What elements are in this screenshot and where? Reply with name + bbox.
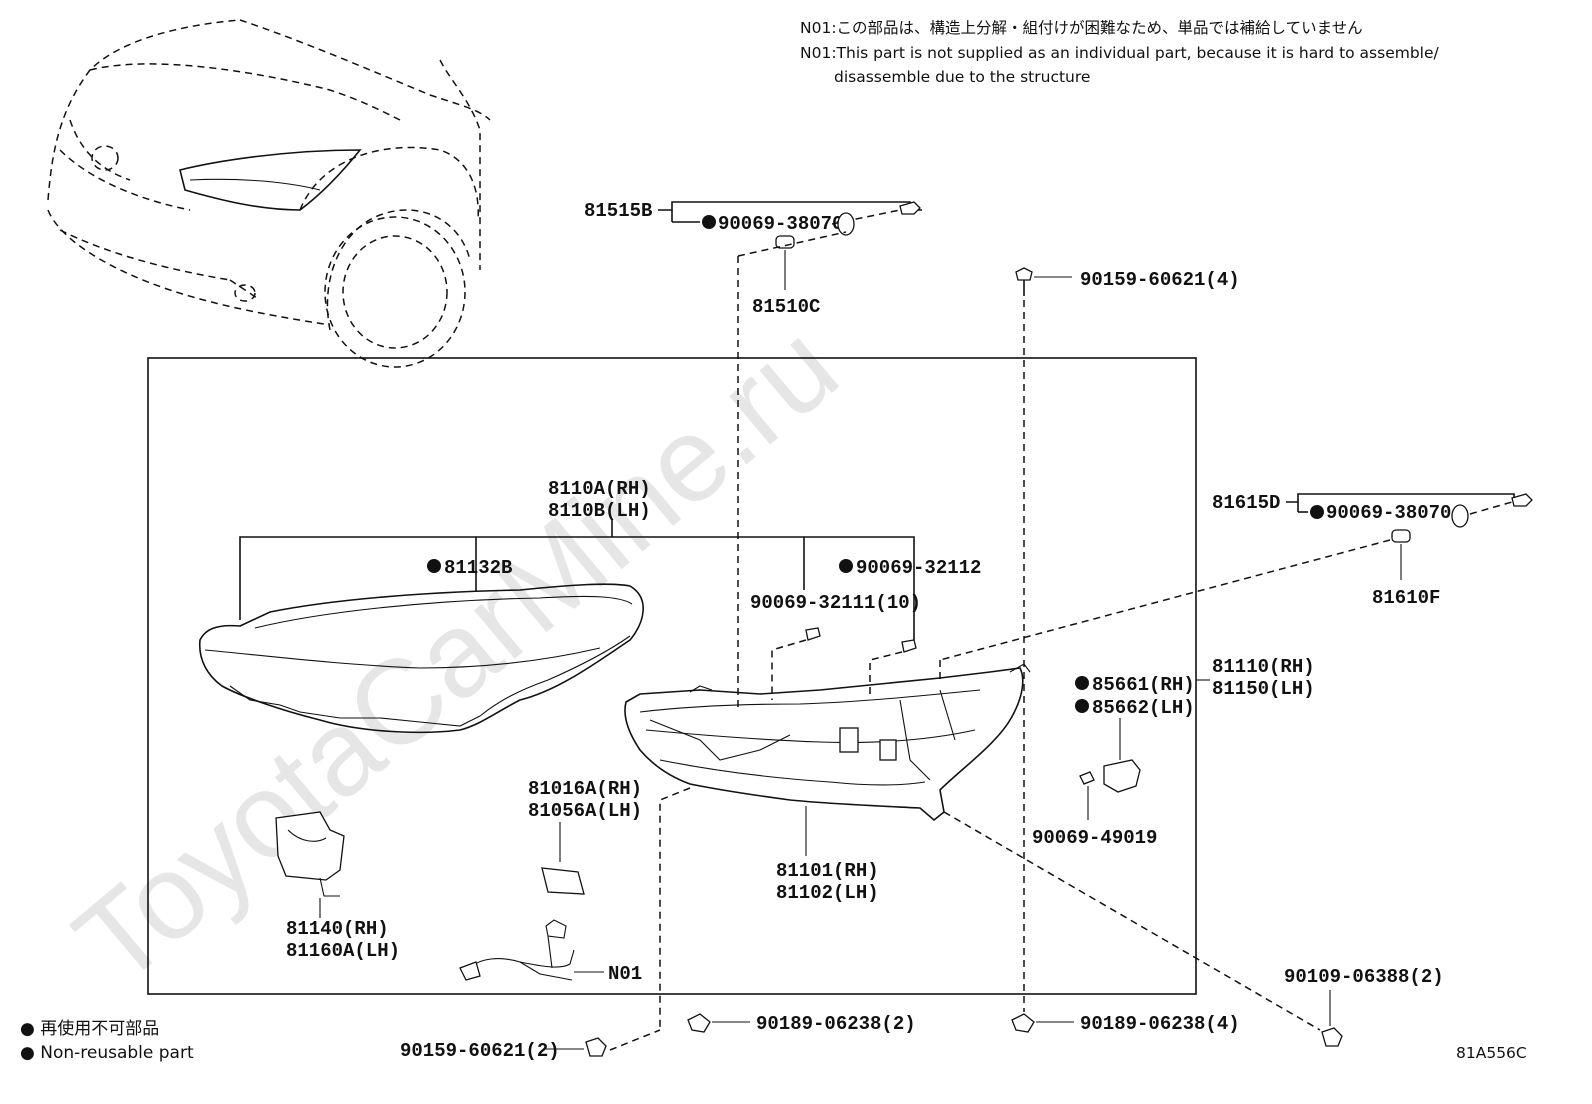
bolt-icon	[585, 1037, 607, 1057]
headlamp-housing-drawing	[624, 663, 1031, 822]
socket-icon	[899, 201, 921, 215]
bulb-connector-group: 81016A(RH) 81056A(LH)	[528, 778, 642, 895]
o-ring-icon	[837, 212, 855, 236]
label-81510C: 81510C	[752, 296, 820, 318]
non-reusable-dot	[1075, 676, 1089, 690]
note-jp: N01:この部品は、構造上分解・組付けが困難なため、単品では補給していません	[800, 19, 1363, 37]
label-85661: 85661(RH)	[1092, 674, 1195, 696]
label-90189-06238-2: 90189-06238(2)	[756, 1013, 916, 1035]
note-en-1: N01:This part is not supplied as an indi…	[800, 44, 1440, 62]
vehicle-front-illustration	[47, 19, 491, 368]
watermark: ToyotaCarMine.ru	[51, 299, 863, 1010]
clip-nut-icon	[1011, 1013, 1035, 1033]
label-8110A: 8110A(RH)	[548, 478, 651, 500]
screw-icon	[805, 627, 821, 641]
bulb-socket-group-right: 81615D 90069-38070 81610F	[939, 492, 1533, 680]
label-90159-60621-2: 90159-60621(2)	[400, 1040, 560, 1062]
label-8110B: 8110B(LH)	[548, 500, 651, 522]
label-81150: 81150(LH)	[1212, 678, 1315, 700]
label-90189-06238-4: 90189-06238(4)	[1080, 1013, 1240, 1035]
ballast-group: 81140(RH) 81160A(LH)	[275, 811, 400, 962]
label-90159-60621-4: 90159-60621(4)	[1080, 269, 1240, 291]
bolt-icon	[1015, 267, 1033, 281]
label-81515B: 81515B	[584, 200, 652, 222]
label-81101: 81101(RH)	[776, 860, 879, 882]
label-90069-49019: 90069-49019	[1032, 827, 1157, 849]
assembly-frame	[147, 357, 1197, 995]
label-N01: N01	[608, 963, 642, 985]
label-90069-38070-top: 90069-38070	[718, 213, 843, 235]
wire-harness-group: N01	[459, 919, 642, 985]
ballast-icon	[275, 811, 345, 881]
legend-en: ● Non-reusable part	[20, 1043, 194, 1063]
label-81056A: 81056A(LH)	[528, 800, 642, 822]
bulb-icon	[1391, 529, 1411, 543]
note-en-2: disassemble due to the structure	[834, 68, 1090, 86]
o-ring-icon	[1451, 504, 1469, 528]
label-81610F: 81610F	[1372, 587, 1440, 609]
headlamp-lens-drawing	[198, 583, 644, 734]
non-reusable-dot	[1310, 505, 1324, 519]
bolt-icon	[1321, 1027, 1343, 1047]
label-81160A: 81160A(LH)	[286, 940, 400, 962]
bulb-socket-group-top: 81515B 90069-38070 81510C	[584, 200, 922, 712]
label-81016A: 81016A(RH)	[528, 778, 642, 800]
label-90069-32111-10: 90069-32111(10)	[750, 592, 921, 614]
leveling-actuator-group: 85661(RH) 85662(LH) 90069-49019	[1032, 674, 1195, 849]
clip-icon	[1079, 771, 1095, 785]
non-reusable-dot	[702, 215, 716, 229]
non-reusable-dot	[427, 559, 441, 573]
label-81110: 81110(RH)	[1212, 656, 1315, 678]
label-85662: 85662(LH)	[1092, 697, 1195, 719]
legend-jp: ● 再使用不可部品	[20, 1018, 159, 1039]
diagram-code: 81A556C	[1456, 1044, 1527, 1062]
actuator-icon	[1103, 759, 1141, 793]
label-81615D: 81615D	[1212, 492, 1280, 514]
screw-icon	[901, 639, 917, 653]
non-reusable-dot	[1075, 699, 1089, 713]
label-81140: 81140(RH)	[286, 918, 389, 940]
label-90069-38070-right: 90069-38070	[1326, 502, 1451, 524]
connector-icon	[459, 961, 481, 981]
label-81102: 81102(LH)	[776, 882, 879, 904]
label-81132B: 81132B	[444, 557, 512, 579]
non-reusable-dot	[839, 559, 853, 573]
headlamp-unit-group: 8110A(RH) 8110B(LH) 81132B 90069-32112 9…	[239, 478, 981, 700]
label-90109-06388-2: 90109-06388(2)	[1284, 966, 1444, 988]
connector-icon	[879, 739, 897, 761]
socket-icon	[1511, 493, 1533, 507]
fastener-row-bottom: 90159-60621(2) 90189-06238(2) 90189-0623…	[400, 811, 1444, 1062]
label-90069-32112: 90069-32112	[856, 557, 981, 579]
connector-icon	[839, 727, 859, 753]
clip-nut-icon	[687, 1013, 711, 1033]
bolt-group-top: 90159-60621(4)	[1015, 267, 1240, 1012]
module-icon	[541, 867, 585, 895]
